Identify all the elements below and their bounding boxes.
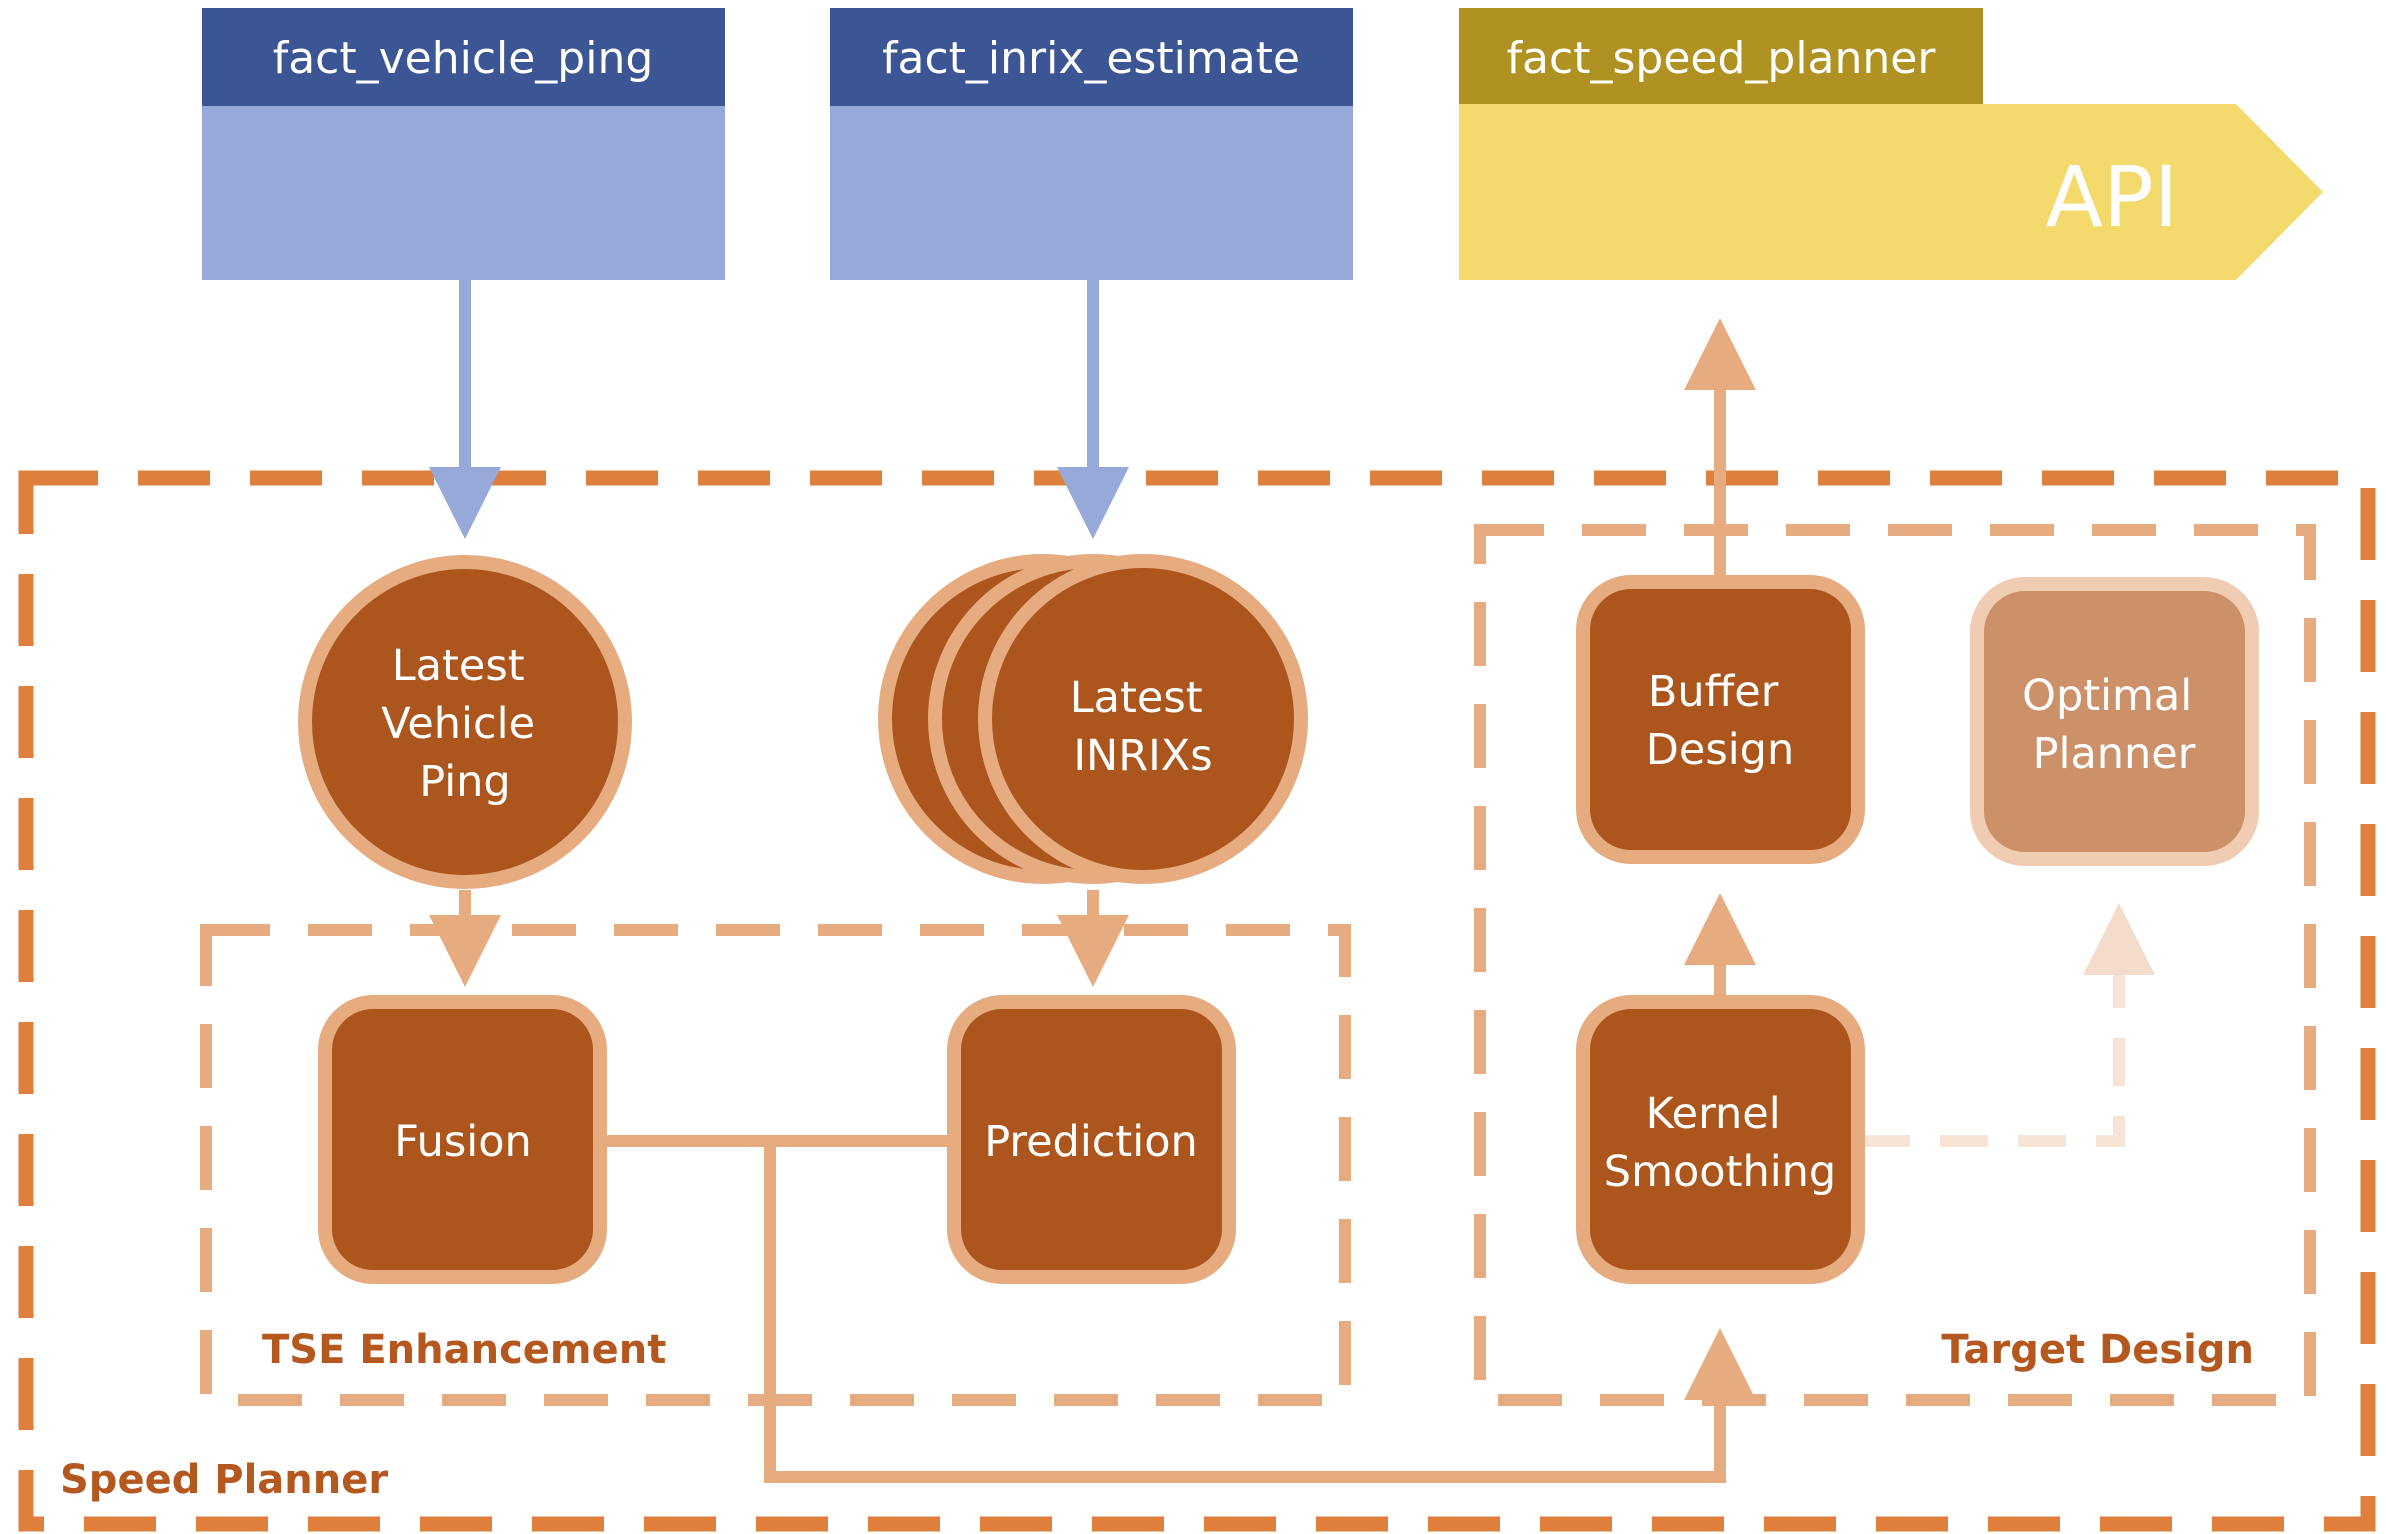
buffer-design-label: Buffer Design xyxy=(1646,667,1794,775)
optimal-planner-node: Optimal Planner xyxy=(1970,577,2259,866)
prediction-box xyxy=(947,995,1236,1284)
inrix-estimate-source-title: fact_inrix_estimate xyxy=(882,33,1300,84)
inrix-estimate-source-header xyxy=(830,8,1353,106)
latest-inrixs-node: Latest INRIXs xyxy=(878,554,1308,884)
fusion-box xyxy=(318,995,607,1284)
target-design-boundary xyxy=(1474,524,2316,1406)
latest-vehicle-ping-label: Latest Vehicle Ping xyxy=(381,641,548,807)
speed-planner-boundary xyxy=(18,470,2376,1532)
vehicle-ping-source-table: fact_vehicle_ping xyxy=(202,8,725,280)
api-arrow-banner xyxy=(1459,104,2323,280)
prediction-label: Prediction xyxy=(984,1117,1198,1167)
latest-vehicle-ping-node: Latest Vehicle Ping xyxy=(298,555,632,889)
latest-inrixs-stack-front xyxy=(978,554,1308,884)
speed-planner-output: fact_speed_planner API xyxy=(1459,8,2323,280)
latest-vehicle-ping-circle xyxy=(298,555,632,889)
inrix-estimate-source-table: fact_inrix_estimate xyxy=(830,8,1353,280)
inrix-estimate-source-body xyxy=(830,106,1353,280)
merge-to-kernel-smoothing-arrow xyxy=(764,1141,1756,1483)
buffer-design-box xyxy=(1576,575,1865,864)
tse-enhancement-label: TSE Enhancement xyxy=(262,1327,666,1373)
vehicle-ping-source-body xyxy=(202,106,725,280)
speed-planner-output-title: fact_speed_planner xyxy=(1507,33,1937,84)
latest-inrixs-label: Latest INRIXs xyxy=(1070,673,1217,781)
buffer-design-node: Buffer Design xyxy=(1576,575,1865,864)
speed-planner-output-header xyxy=(1459,8,1983,106)
kernel-smoothing-box xyxy=(1576,995,1865,1284)
kernel-smoothing-label: Kernel Smoothing xyxy=(1604,1089,1836,1197)
speed-planner-label: Speed Planner xyxy=(60,1457,388,1503)
kernel-to-optimal-planner-arrow xyxy=(1862,903,2155,1147)
optimal-planner-label: Optimal Planner xyxy=(2022,671,2206,779)
vehicle-ping-source-header xyxy=(202,8,725,106)
api-label: API xyxy=(2046,148,2179,246)
vehicle-ping-source-title: fact_vehicle_ping xyxy=(273,33,654,84)
kernel-smoothing-node: Kernel Smoothing xyxy=(1576,995,1865,1284)
prediction-node: Prediction xyxy=(947,995,1236,1284)
fusion-node: Fusion xyxy=(318,995,607,1284)
target-design-label: Target Design xyxy=(1941,1327,2254,1373)
optimal-planner-box xyxy=(1970,577,2259,866)
fusion-label: Fusion xyxy=(394,1117,532,1167)
